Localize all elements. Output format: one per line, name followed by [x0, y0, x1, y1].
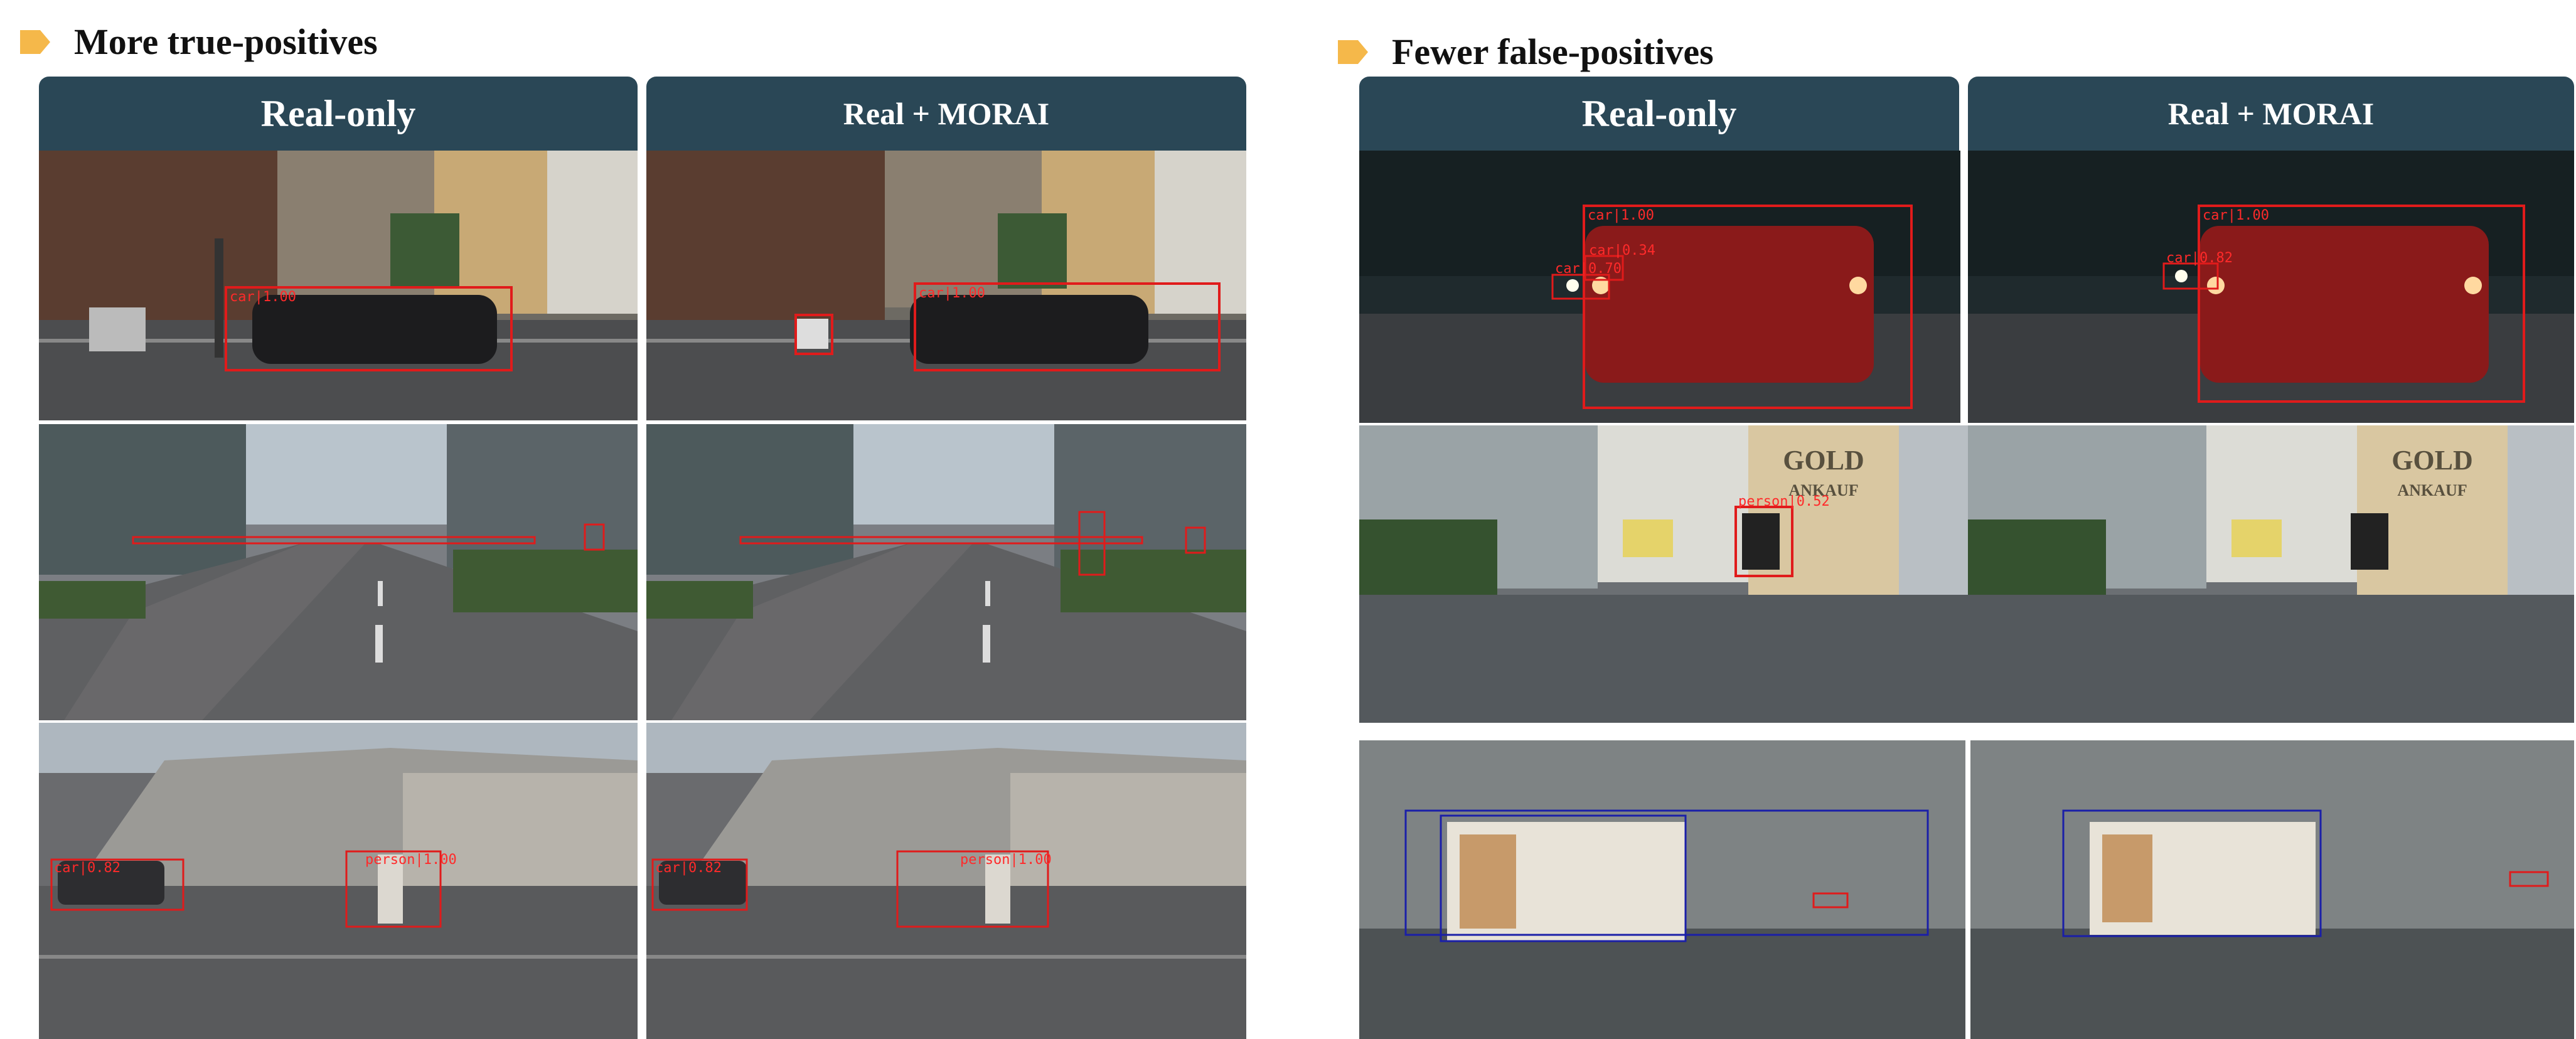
column-header-real-morai: Real + MORAI — [1968, 77, 2574, 151]
detection-label: person|1.00 — [960, 852, 1052, 868]
detection-label: car|1.00 — [230, 289, 296, 305]
detection-label: car|0.82 — [655, 860, 722, 876]
detection-label: car|1.00 — [919, 285, 985, 301]
column-header-real-only: Real-only — [39, 77, 638, 151]
right-section-heading: Fewer false-positives — [1337, 34, 1714, 70]
column-header-real-morai: Real + MORAI — [646, 77, 1246, 151]
section-title: Fewer false-positives — [1392, 31, 1714, 72]
sign-gold: GOLD — [1783, 445, 1864, 476]
scene-pedestrian-crossing-real-morai: car|0.82 person|1.00 — [646, 723, 1246, 1039]
sign-gold: GOLD — [2392, 445, 2473, 476]
detection-label: car|0.70 — [1555, 261, 1622, 277]
scene-tree-lined-road-real-only — [39, 424, 638, 720]
scene-storefront-real-only: GOLD ANKAUF person|0.52 — [1359, 425, 1968, 723]
scene-night-car-real-morai: car|1.00 car|0.82 — [1968, 151, 2574, 423]
detection-label: car|0.34 — [1589, 243, 1655, 258]
fewer-false-positives-panel: Fewer false-positives Real-only Real + M… — [1318, 0, 2576, 1039]
detection-label: person|1.00 — [365, 852, 457, 868]
scene-tree-lined-road-real-morai — [646, 424, 1246, 720]
sign-ankauf: ANKAUF — [2397, 481, 2467, 499]
tag-icon — [1338, 40, 1368, 64]
scene-delivery-truck-real-only — [1359, 740, 1965, 1039]
left-section-heading: More true-positives — [19, 24, 378, 60]
scene-night-car-real-only: car|1.00 car|0.70 car|0.34 — [1359, 151, 1960, 423]
scene-street-car-real-morai: car|1.00 — [646, 151, 1246, 420]
more-true-positives-panel: More true-positives Real-only Real + MOR… — [0, 0, 1255, 1039]
detection-label: car|0.82 — [2166, 250, 2233, 266]
detection-label: person|0.52 — [1738, 494, 1830, 509]
column-header-real-only: Real-only — [1359, 77, 1959, 151]
sign-ankauf: ANKAUF — [1788, 481, 1858, 499]
scene-pedestrian-crossing-real-only: car|0.82 person|1.00 — [39, 723, 638, 1039]
scene-delivery-truck-real-morai — [1970, 740, 2574, 1039]
section-title: More true-positives — [74, 21, 378, 62]
detection-label: car|1.00 — [2203, 208, 2269, 223]
tag-icon — [20, 30, 50, 54]
scene-street-car-real-only: car|1.00 — [39, 151, 638, 420]
detection-label: car|0.82 — [54, 860, 120, 876]
detection-label: car|1.00 — [1588, 208, 1654, 223]
scene-storefront-real-morai: GOLD ANKAUF — [1968, 425, 2574, 723]
